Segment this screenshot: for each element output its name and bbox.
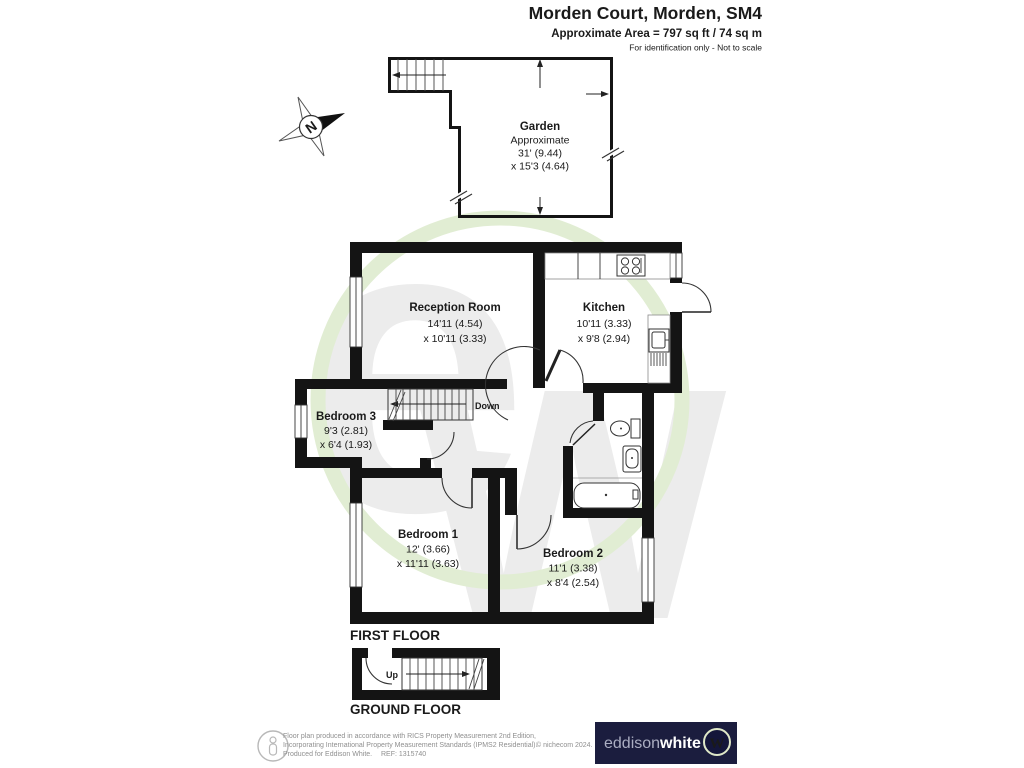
garden-break-marks	[449, 144, 625, 205]
page-title: Morden Court, Morden, SM4	[529, 3, 763, 23]
window	[349, 502, 363, 588]
reception-name: Reception Room	[409, 302, 500, 314]
bedroom3-dim2: x 6'4 (1.93)	[320, 439, 372, 451]
bedroom1-name: Bedroom 1	[398, 529, 459, 541]
toilet-icon	[610, 418, 641, 439]
bedroom2-name: Bedroom 2	[543, 548, 603, 560]
disclaimer-note: For identification only - Not to scale	[629, 43, 762, 53]
footer-ref: REF: 1315740	[381, 751, 426, 758]
bedroom2-dim1: 11'1 (3.38)	[548, 563, 597, 575]
room-label-kitchen: Kitchen 10'11 (3.33) x 9'8 (2.94)	[577, 302, 632, 345]
compass-icon: N	[278, 96, 345, 157]
bedroom3-name: Bedroom 3	[316, 411, 376, 423]
bedroom2-dim2: x 8'4 (2.54)	[547, 577, 599, 589]
logo-monogram: W	[710, 736, 725, 752]
kitchen-counter	[544, 252, 671, 280]
door-ground-entrance	[365, 657, 393, 685]
garden-steps	[392, 59, 446, 91]
footer-line1: Floor plan produced in accordance with R…	[283, 733, 536, 740]
door-reception	[484, 345, 541, 421]
nichecom-icon	[257, 730, 289, 762]
door-kitchen-exterior	[681, 282, 712, 313]
room-label-bedroom3: Bedroom 3 9'3 (2.81) x 6'4 (1.93)	[316, 411, 376, 451]
logo-text-white: white	[659, 735, 701, 752]
first-floor-label: FIRST FLOOR	[350, 628, 440, 643]
kitchen-name: Kitchen	[583, 302, 625, 314]
kitchen-dim2: x 9'8 (2.94)	[578, 333, 630, 345]
door-bathroom	[569, 420, 596, 446]
bedroom3-dim1: 9'3 (2.81)	[324, 425, 368, 437]
ground-floor-label: GROUND FLOOR	[350, 702, 461, 717]
door-bedroom1	[441, 477, 473, 509]
garden-dim-line2: 31' (9.44)	[518, 148, 562, 160]
garden-dim-line3: x 15'3 (4.64)	[511, 161, 569, 173]
kitchen-sink-unit	[647, 314, 671, 384]
logo-text-eddison: eddison	[604, 735, 660, 752]
garden-label: Garden Approximate 31' (9.44) x 15'3 (4.…	[511, 121, 570, 173]
eddisonwhite-logo: eddison white W	[595, 722, 737, 764]
reception-dim2: x 10'11 (3.33)	[423, 333, 486, 345]
window	[641, 537, 655, 603]
staircase-down	[387, 388, 474, 422]
stairs-down-label: Down	[475, 401, 500, 411]
garden-name: Garden	[520, 121, 560, 133]
door-bedroom2	[516, 514, 552, 550]
window	[669, 252, 683, 279]
footer-line3: Produced for Eddison White.	[283, 751, 372, 758]
hob-icon	[616, 254, 646, 277]
kitchen-dim1: 10'11 (3.33)	[577, 318, 632, 330]
window	[294, 404, 308, 439]
footer-copyright: © nichecom 2024.	[536, 741, 593, 749]
footer-line2: Incorporating International Property Mea…	[283, 742, 538, 749]
reception-dim1: 14'11 (4.54)	[428, 318, 483, 330]
staircase-up	[401, 657, 485, 691]
room-label-bedroom2: Bedroom 2 11'1 (3.38) x 8'4 (2.54)	[543, 548, 603, 589]
first-floor-plan: Reception Room 14'11 (4.54) x 10'11 (3.3…	[294, 242, 712, 643]
room-label-reception: Reception Room 14'11 (4.54) x 10'11 (3.3…	[409, 302, 500, 345]
basin-icon	[622, 445, 642, 473]
room-label-bedroom1: Bedroom 1 12' (3.66) x 11'11 (3.63)	[397, 529, 459, 570]
garden-dim-line1: Approximate	[511, 135, 570, 147]
garden-dimension-arrows	[537, 59, 609, 215]
bathtub-icon	[573, 477, 642, 509]
window	[349, 276, 363, 348]
door-kitchen	[544, 349, 584, 384]
footer: Floor plan produced in accordance with R…	[257, 722, 737, 764]
door-bedroom3	[426, 431, 455, 460]
logo-ring-icon	[703, 728, 731, 756]
bedroom1-dim2: x 11'11 (3.63)	[397, 558, 459, 570]
bedroom1-dim1: 12' (3.66)	[406, 544, 450, 556]
approximate-area: Approximate Area = 797 sq ft / 74 sq m	[551, 28, 762, 40]
ground-floor-plan: Up GROUND FLOOR	[350, 648, 500, 717]
header: Morden Court, Morden, SM4 Approximate Ar…	[529, 3, 763, 53]
garden-plan: Garden Approximate 31' (9.44) x 15'3 (4.…	[388, 57, 625, 218]
stairs-up-label: Up	[386, 670, 398, 680]
